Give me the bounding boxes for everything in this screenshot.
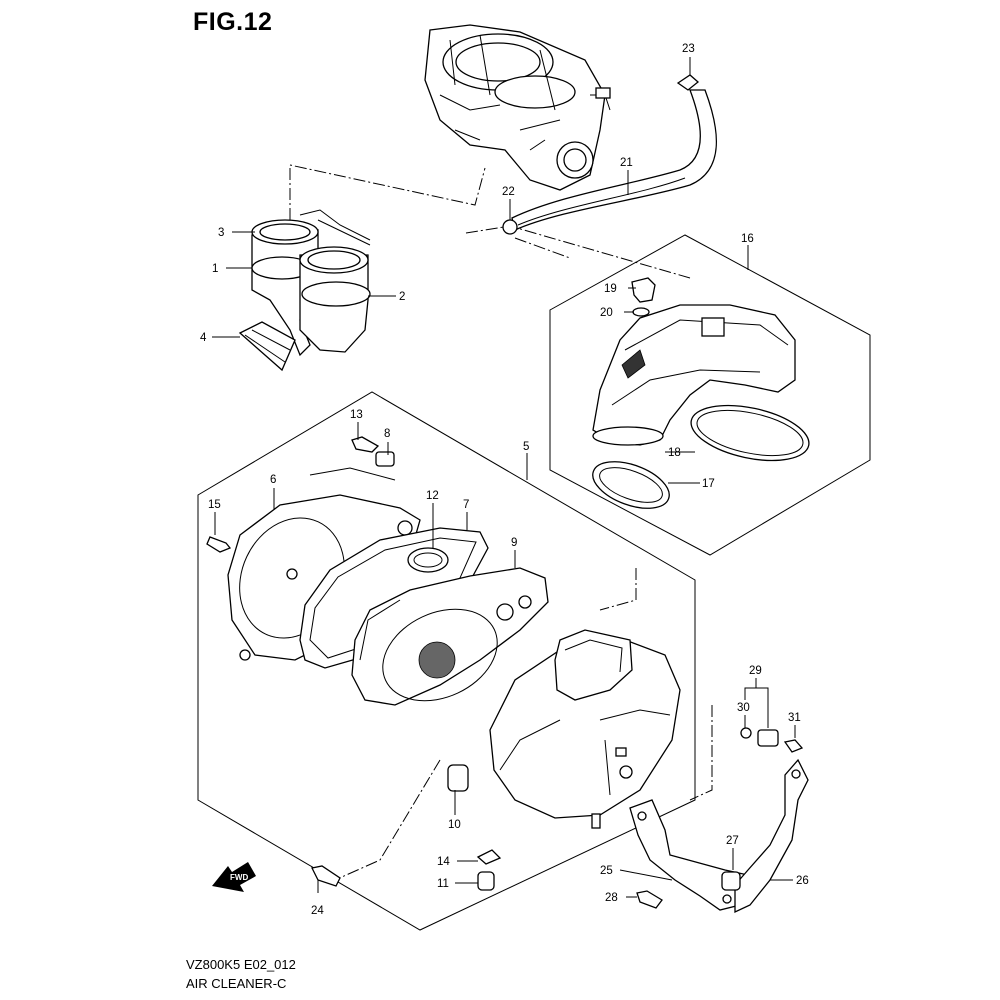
section-name: AIR CLEANER-C — [186, 976, 287, 991]
bushing-8 — [375, 451, 395, 467]
bolt-24 — [311, 865, 341, 887]
intake-duct-group-outline — [549, 234, 871, 556]
air-cleaner-box-group-outline — [197, 391, 696, 931]
hose-clamp-23 — [676, 74, 700, 91]
model-code: VZ800K5 E02_012 — [186, 957, 296, 972]
mounting-bracket — [629, 758, 809, 914]
callout-3: 3 — [218, 227, 224, 239]
callout-9: 9 — [511, 537, 517, 549]
callout-25: 25 — [600, 865, 613, 877]
callout-20: 20 — [600, 307, 613, 319]
callout-10: 10 — [448, 819, 461, 831]
callout-29: 29 — [749, 665, 762, 677]
callout-26: 26 — [796, 875, 809, 887]
duct-seal-17 — [592, 461, 670, 509]
carburetor-assembly — [424, 24, 611, 191]
figure-title: FIG.12 — [193, 8, 273, 36]
bolt-31 — [783, 739, 804, 753]
callout-11: 11 — [437, 878, 449, 890]
air-cleaner-case — [489, 629, 681, 829]
bolt-13 — [351, 436, 380, 453]
callout-13: 13 — [350, 409, 363, 421]
callout-14: 14 — [437, 856, 450, 868]
callout-30: 30 — [737, 702, 750, 714]
hose-fitting-19 — [631, 277, 656, 303]
callout-4: 4 — [200, 332, 207, 344]
sensor-29 — [757, 729, 779, 747]
callout-31: 31 — [788, 712, 801, 724]
clamp-12 — [407, 547, 449, 573]
breather-hose — [511, 89, 718, 231]
callout-24: 24 — [311, 905, 324, 917]
box-outlet-leader — [599, 568, 637, 611]
callout-1: 1 — [212, 263, 218, 275]
callout-17: 17 — [702, 478, 715, 490]
callout-16: 16 — [741, 233, 754, 245]
bracket-leader — [689, 705, 713, 801]
callout-8: 8 — [384, 428, 390, 440]
clip-14 — [476, 849, 502, 865]
callout-28: 28 — [605, 892, 618, 904]
callout-15: 15 — [208, 499, 221, 511]
callout-19: 19 — [604, 283, 617, 295]
callout-5: 5 — [523, 441, 529, 453]
cap-11 — [477, 871, 495, 891]
intake-boots — [238, 209, 371, 372]
callout-27: 27 — [726, 835, 739, 847]
o-ring-20 — [632, 307, 650, 317]
callout-6: 6 — [270, 474, 276, 486]
callout-2: 2 — [399, 291, 405, 303]
intake-duct — [592, 304, 796, 446]
fwd-label: FWD — [230, 873, 248, 882]
bolt-28 — [636, 890, 663, 909]
callout-22: 22 — [502, 186, 515, 198]
carburetor-to-boot-leader — [289, 164, 486, 220]
duct-seal-17-inner — [599, 467, 663, 503]
air-filter-element — [351, 567, 549, 706]
cushion-27 — [721, 871, 741, 891]
seal-ring-18 — [690, 404, 810, 462]
spacer-10 — [447, 764, 469, 792]
callout-labels: 3 1 2 4 5 6 7 8 9 10 11 12 13 14 15 16 1… — [200, 43, 809, 917]
callout-18: 18 — [668, 447, 681, 459]
callout-leaders — [212, 57, 796, 898]
o-ring-30 — [740, 727, 752, 739]
clamp-12-inner — [413, 552, 443, 568]
callout-7: 7 — [463, 499, 469, 511]
seal-ring-18-inner — [696, 409, 804, 457]
fwd-direction-arrow: FWD — [212, 862, 256, 892]
lower-leader — [334, 759, 441, 881]
callout-21: 21 — [620, 157, 633, 169]
hose-connection-leader — [465, 225, 691, 279]
callout-23: 23 — [682, 43, 695, 55]
hose-clamp-22 — [502, 219, 518, 235]
callout-12: 12 — [426, 490, 439, 502]
screw-15 — [206, 536, 232, 553]
